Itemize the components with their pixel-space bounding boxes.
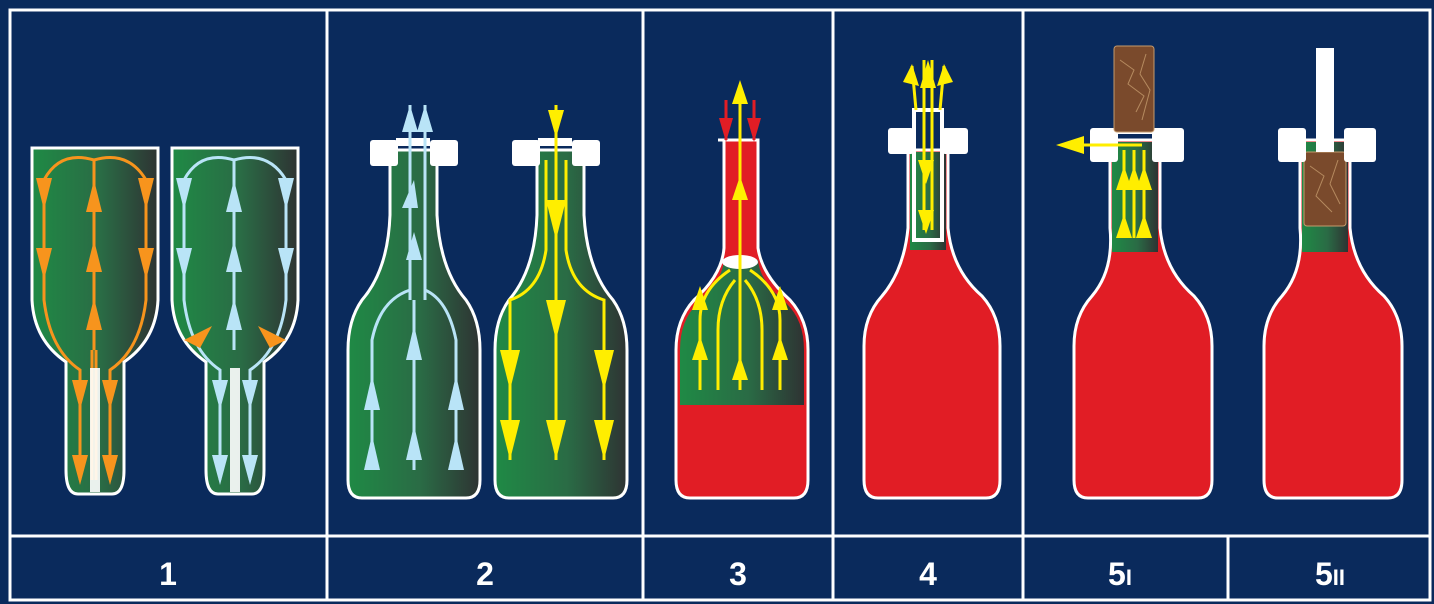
step-label-4: 4: [919, 556, 937, 592]
step-label-3: 3: [729, 556, 747, 592]
step-label-2: 2: [476, 556, 494, 592]
step-label-5i-sub: I: [1126, 565, 1132, 590]
step-label-1: 1: [159, 556, 177, 592]
cork-5ii: [1304, 152, 1346, 226]
step-label-5ii-num: 5: [1315, 556, 1333, 592]
step-label-5ii-sub: II: [1333, 565, 1345, 590]
step-label-5i-num: 5: [1108, 556, 1126, 592]
